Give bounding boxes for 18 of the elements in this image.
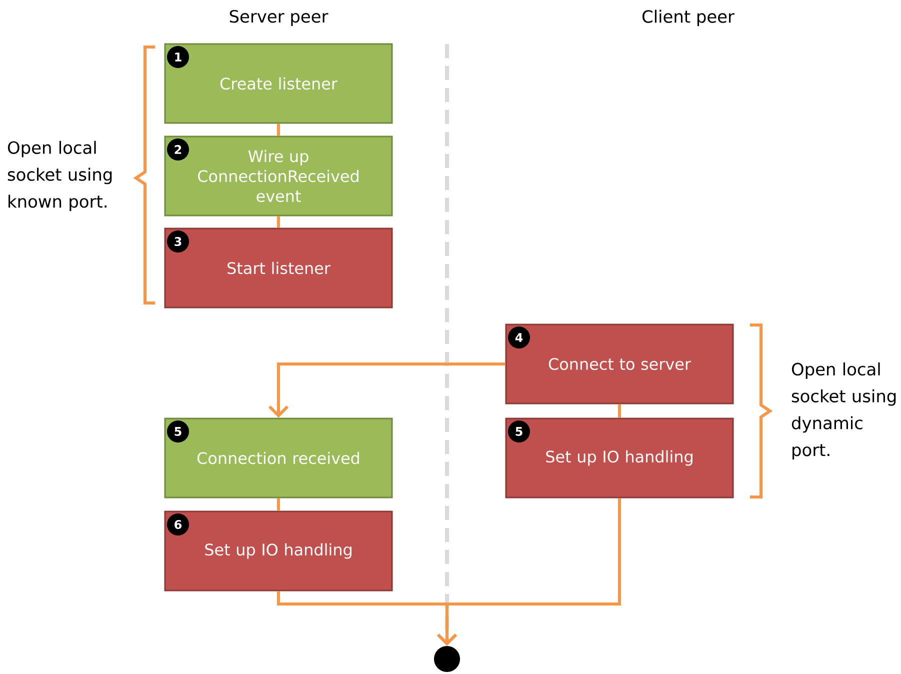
step-badge: 6	[167, 514, 189, 536]
step-badge: 5	[508, 420, 530, 442]
connector	[618, 404, 621, 418]
bracket-label: Open local socket using known port.	[8, 140, 112, 212]
connector	[268, 362, 506, 418]
column-heading: Client peer	[642, 10, 734, 26]
step-badge: 3	[167, 230, 189, 252]
step-badge: 2	[167, 138, 189, 160]
connector	[277, 498, 280, 511]
column-heading: Server peer	[230, 10, 328, 26]
connector	[277, 216, 280, 228]
step-badge: 1	[167, 46, 189, 68]
bracket-label: Open local socket using dynamic port.	[792, 362, 896, 460]
connector	[277, 124, 280, 136]
connector	[436, 498, 621, 646]
step-badge: 5	[167, 420, 189, 442]
step-badge: 4	[508, 326, 530, 348]
end-dot	[434, 646, 460, 672]
